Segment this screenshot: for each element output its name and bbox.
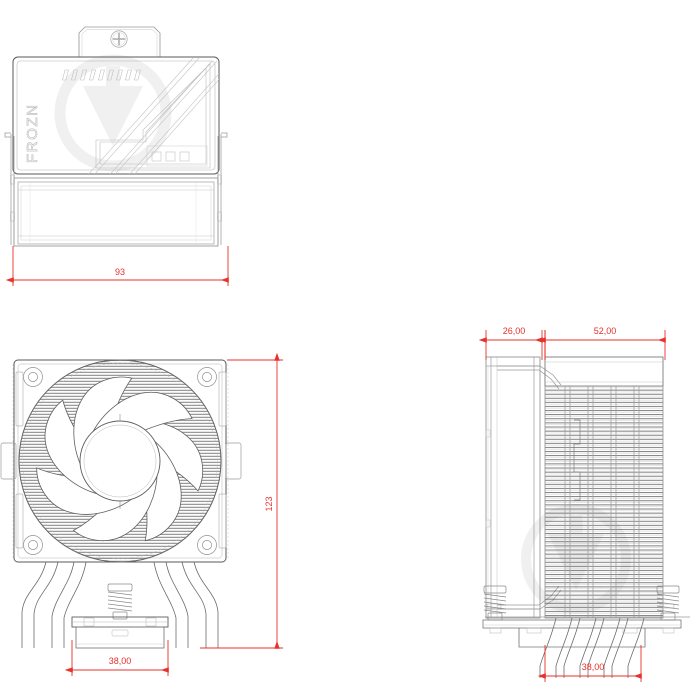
fan-clip-right [217,132,228,245]
top-view-fin-stack [13,177,219,247]
top-view: FROZN [4,26,228,247]
dimension-label-123: 123 [264,496,274,511]
dimension-label-26: 26,00 [503,326,526,336]
decor-stripes [77,57,219,174]
frozn-logo: FROZN [24,103,42,163]
frozn-logo-text: FROZN [24,103,41,163]
vent-slots [62,69,141,81]
dimension-label-38-side: 38,00 [582,662,605,672]
dimension-label-52: 52,00 [594,326,617,336]
dimension-fin-depth-52: 52,00 [537,326,666,360]
fan-clip-left [4,132,15,245]
dimension-fan-depth-26: 26,00 [478,326,543,360]
spring-loaded-screw [107,583,133,620]
fan-hub [79,414,161,509]
dimension-base-width-38-front: 38,00 [64,640,169,676]
heat-pipes [21,561,219,648]
inset-panel [95,63,211,169]
heat-pipes [539,617,645,678]
spring-loaded-screw [656,585,680,621]
front-view [0,359,242,649]
fan-side-tabs [0,364,242,558]
dimension-label-93: 93 [115,267,125,277]
dimension-height-123: 123 [200,352,283,649]
dimension-label-38-front: 38,00 [109,656,132,666]
lower-vent-slots [146,145,208,167]
dimension-width-93: 93 [5,246,229,286]
mounting-bar [482,585,690,648]
base-plate [71,616,169,649]
spring-loaded-screw [483,585,507,621]
fan-corner-mounts [23,367,217,555]
side-view [482,356,690,678]
side-fan-body [485,356,541,619]
top-mounting-bracket [78,26,161,57]
site-watermark [54,54,172,172]
phillips-screw-icon [110,30,128,48]
heatsink-fin-stack [544,356,664,619]
dimension-base-depth-38-side: 38,00 [537,645,642,682]
